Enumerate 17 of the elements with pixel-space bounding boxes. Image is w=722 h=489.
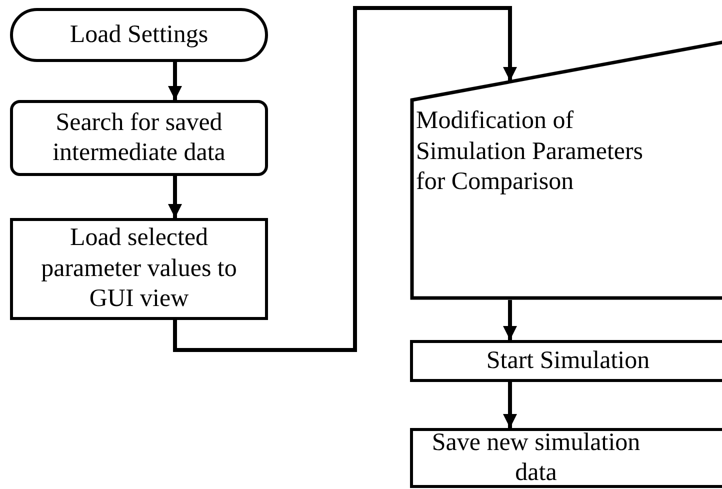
step-text: Search for saved intermediate data xyxy=(52,108,226,168)
step-text: Load selected parameter values to GUI view xyxy=(40,223,238,314)
arrow xyxy=(503,382,517,428)
step-text: Save new simulation data xyxy=(430,428,642,488)
arrow xyxy=(168,62,182,100)
step-text: Load Settings xyxy=(70,20,208,50)
process-box xyxy=(10,100,268,176)
start-terminal xyxy=(10,8,268,62)
arrow xyxy=(503,300,517,340)
process-box xyxy=(410,340,722,382)
manual-input-shape xyxy=(410,40,722,300)
step-text: Modification of Simulation Parameters for Comparison xyxy=(416,106,644,197)
process-box xyxy=(410,428,722,488)
arrow xyxy=(168,176,182,218)
arrow xyxy=(173,6,517,352)
step-text: Start Simulation xyxy=(486,346,650,376)
process-box xyxy=(10,218,268,320)
